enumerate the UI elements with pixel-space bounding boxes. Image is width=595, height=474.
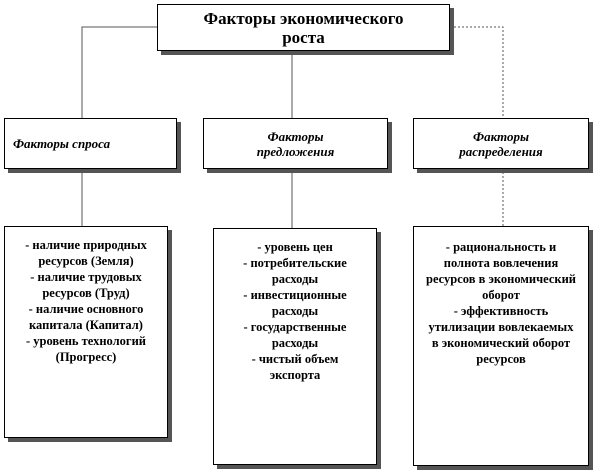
list-item: - наличие основного капитала (Капитал): [28, 302, 144, 332]
connector-title-left: [81, 26, 157, 118]
factor-list: - рациональность и полнота вовлечения ре…: [414, 239, 588, 367]
list-item: - рациональность и полнота вовлечения ре…: [426, 240, 576, 302]
list-item: - эффективность утилизации вовлекаемых в…: [428, 304, 574, 366]
list-item: - потребительские расходы: [243, 256, 347, 286]
list-item: - чистый объем экспорта: [251, 352, 339, 382]
connector-title-right: [450, 26, 504, 118]
list-item: - уровень цен: [257, 240, 333, 254]
diagram-title-box: Факторы экономического роста: [157, 4, 450, 51]
list-item: - государственные расходы: [243, 320, 347, 350]
factor-list: - наличие природных ресурсов (Земля) - н…: [5, 237, 167, 365]
category-heading: Факторы распределения: [459, 128, 543, 159]
list-box-supply: - уровень цен - потребительские расходы …: [213, 228, 377, 465]
list-item: - инвестиционные расходы: [243, 288, 347, 318]
list-item: - наличие природных ресурсов (Земля): [25, 238, 147, 268]
category-header-distribution: Факторы распределения: [413, 118, 589, 169]
list-item: - уровень технологий (Прогресс): [26, 334, 146, 364]
list-item: - наличие трудовых ресурсов (Труд): [30, 270, 142, 300]
category-header-supply: Факторы предложения: [203, 118, 388, 169]
diagram-title: Факторы экономического роста: [203, 8, 404, 47]
list-box-demand: - наличие природных ресурсов (Земля) - н…: [4, 226, 168, 438]
category-heading: Факторы спроса: [13, 136, 111, 151]
list-box-distribution: - рациональность и полнота вовлечения ре…: [413, 226, 589, 466]
category-header-demand: Факторы спроса: [4, 118, 177, 169]
factor-list: - уровень цен - потребительские расходы …: [214, 239, 376, 383]
category-heading: Факторы предложения: [256, 128, 335, 159]
